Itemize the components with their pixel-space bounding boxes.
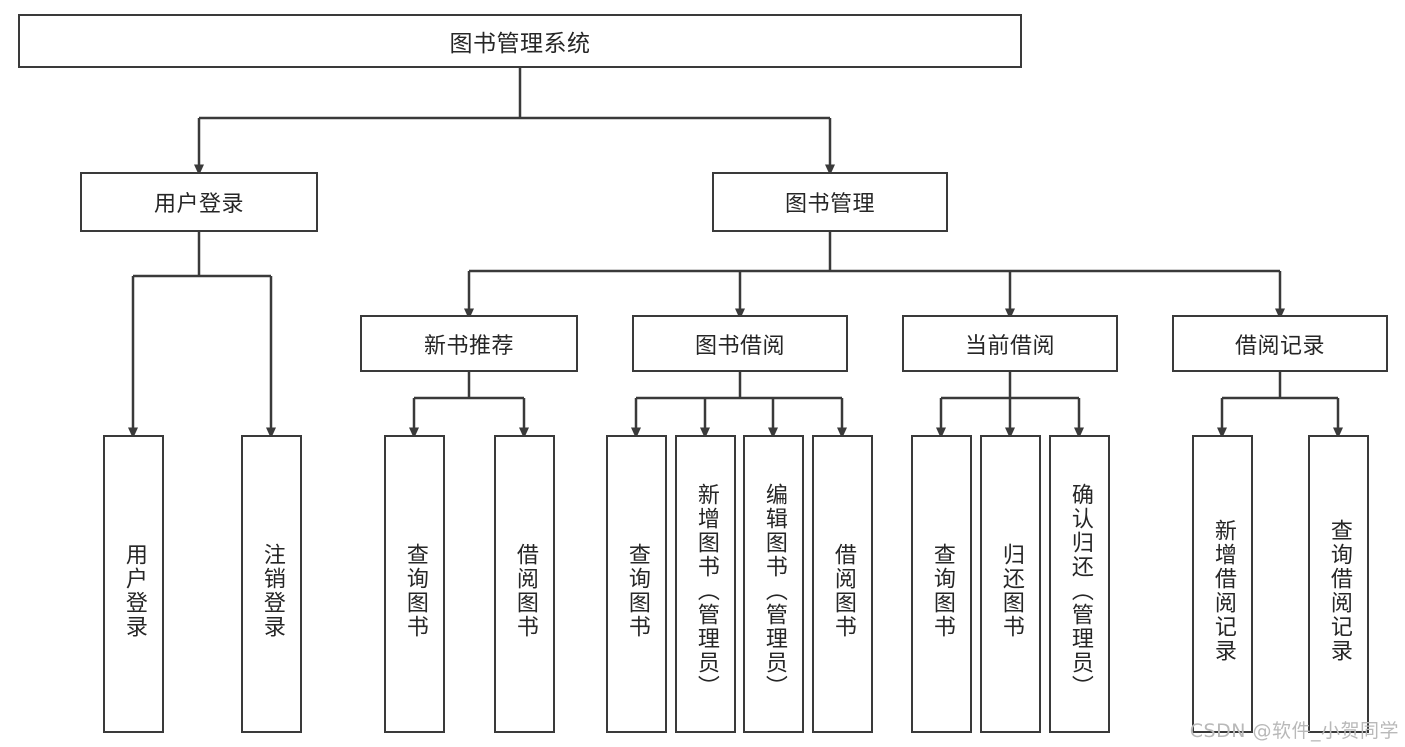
node-leaf-borrow-record-1-label: 新增借阅记录 (1210, 519, 1236, 663)
node-leaf-current-borrow-2-label: 归还图书 (998, 543, 1024, 639)
node-book-management-label: 图书管理 (784, 192, 875, 217)
node-leaf-borrow-record-1[interactable]: 新增借阅记录 (1192, 435, 1253, 733)
node-book-borrow-label: 图书借阅 (694, 333, 785, 359)
node-new-book-recommend-label: 新书推荐 (423, 333, 514, 359)
node-leaf-user-login-1-label: 用户登录 (121, 543, 147, 639)
node-leaf-book-borrow-2-label: 新增图书（管理员） (693, 483, 719, 699)
node-new-book-recommend[interactable]: 新书推荐 (360, 315, 578, 372)
node-leaf-user-login-1[interactable]: 用户登录 (103, 435, 164, 733)
watermark-text: CSDN @软件_小贺同学 (1189, 720, 1399, 742)
node-leaf-book-borrow-3-label: 编辑图书（管理员） (761, 483, 787, 699)
node-root-book-management-system[interactable]: 图书管理系统 (18, 14, 1022, 68)
node-leaf-current-borrow-1-label: 查询图书 (929, 543, 955, 639)
node-leaf-current-borrow-3[interactable]: 确认归还（管理员） (1049, 435, 1110, 733)
node-borrow-record-label: 借阅记录 (1234, 333, 1325, 359)
node-root-label: 图书管理系统 (449, 31, 591, 57)
node-user-login[interactable]: 用户登录 (80, 172, 318, 232)
node-borrow-record[interactable]: 借阅记录 (1172, 315, 1388, 372)
node-leaf-book-borrow-3[interactable]: 编辑图书（管理员） (743, 435, 804, 733)
node-leaf-book-borrow-1-label: 查询图书 (624, 543, 650, 639)
node-leaf-current-borrow-3-label: 确认归还（管理员） (1067, 483, 1093, 699)
node-book-management[interactable]: 图书管理 (712, 172, 948, 232)
node-leaf-book-borrow-1[interactable]: 查询图书 (606, 435, 667, 733)
node-leaf-user-login-2-label: 注销登录 (259, 543, 285, 639)
node-leaf-new-book-2-label: 借阅图书 (512, 543, 538, 639)
node-current-borrow[interactable]: 当前借阅 (902, 315, 1118, 372)
node-user-login-label: 用户登录 (153, 192, 244, 217)
node-leaf-current-borrow-2[interactable]: 归还图书 (980, 435, 1041, 733)
node-current-borrow-label: 当前借阅 (964, 333, 1055, 359)
node-leaf-new-book-1[interactable]: 查询图书 (384, 435, 445, 733)
node-book-borrow[interactable]: 图书借阅 (632, 315, 848, 372)
node-leaf-new-book-2[interactable]: 借阅图书 (494, 435, 555, 733)
node-leaf-borrow-record-2[interactable]: 查询借阅记录 (1308, 435, 1369, 733)
node-leaf-new-book-1-label: 查询图书 (402, 543, 428, 639)
node-leaf-book-borrow-4[interactable]: 借阅图书 (812, 435, 873, 733)
node-leaf-book-borrow-2[interactable]: 新增图书（管理员） (675, 435, 736, 733)
node-leaf-current-borrow-1[interactable]: 查询图书 (911, 435, 972, 733)
node-leaf-user-login-2[interactable]: 注销登录 (241, 435, 302, 733)
node-leaf-book-borrow-4-label: 借阅图书 (830, 543, 856, 639)
node-leaf-borrow-record-2-label: 查询借阅记录 (1326, 519, 1352, 663)
